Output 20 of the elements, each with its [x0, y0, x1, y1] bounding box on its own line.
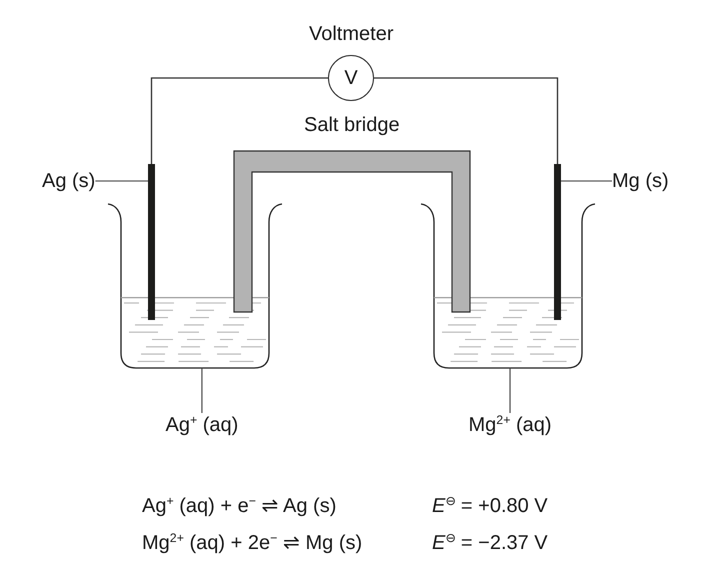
half-equation: Ag$^{+}$ (aq) + e$^{−}$ ⇌ Ag (s) — [142, 494, 336, 518]
leader-line — [95, 180, 148, 182]
instrument-label: Voltmeter — [309, 22, 394, 46]
solution-label: Ag$^{+}$ (aq) — [166, 413, 238, 437]
solution-label: Mg$^{2+}$ (aq) — [468, 413, 552, 437]
component-label: Salt bridge — [304, 113, 400, 137]
electrode-label: Ag (s) — [42, 169, 96, 193]
voltmeter-symbol: V — [328, 55, 374, 101]
electrode-rod — [148, 164, 155, 320]
electrode-label: Mg (s) — [612, 169, 669, 193]
electrode-rod — [554, 164, 561, 320]
salt-bridge-tube — [233, 150, 471, 313]
electrode-potential: E$^{⊖}$ = −2.37 V — [432, 531, 548, 555]
leader-line — [509, 368, 511, 413]
leader-line — [561, 180, 612, 182]
wire — [374, 77, 558, 164]
wire — [150, 77, 328, 164]
electrode-potential: E$^{⊖}$ = +0.80 V — [432, 494, 548, 518]
leader-line — [201, 368, 202, 413]
half-equation: Mg$^{2+}$ (aq) + 2e$^{−}$ ⇌ Mg (s) — [142, 531, 362, 555]
